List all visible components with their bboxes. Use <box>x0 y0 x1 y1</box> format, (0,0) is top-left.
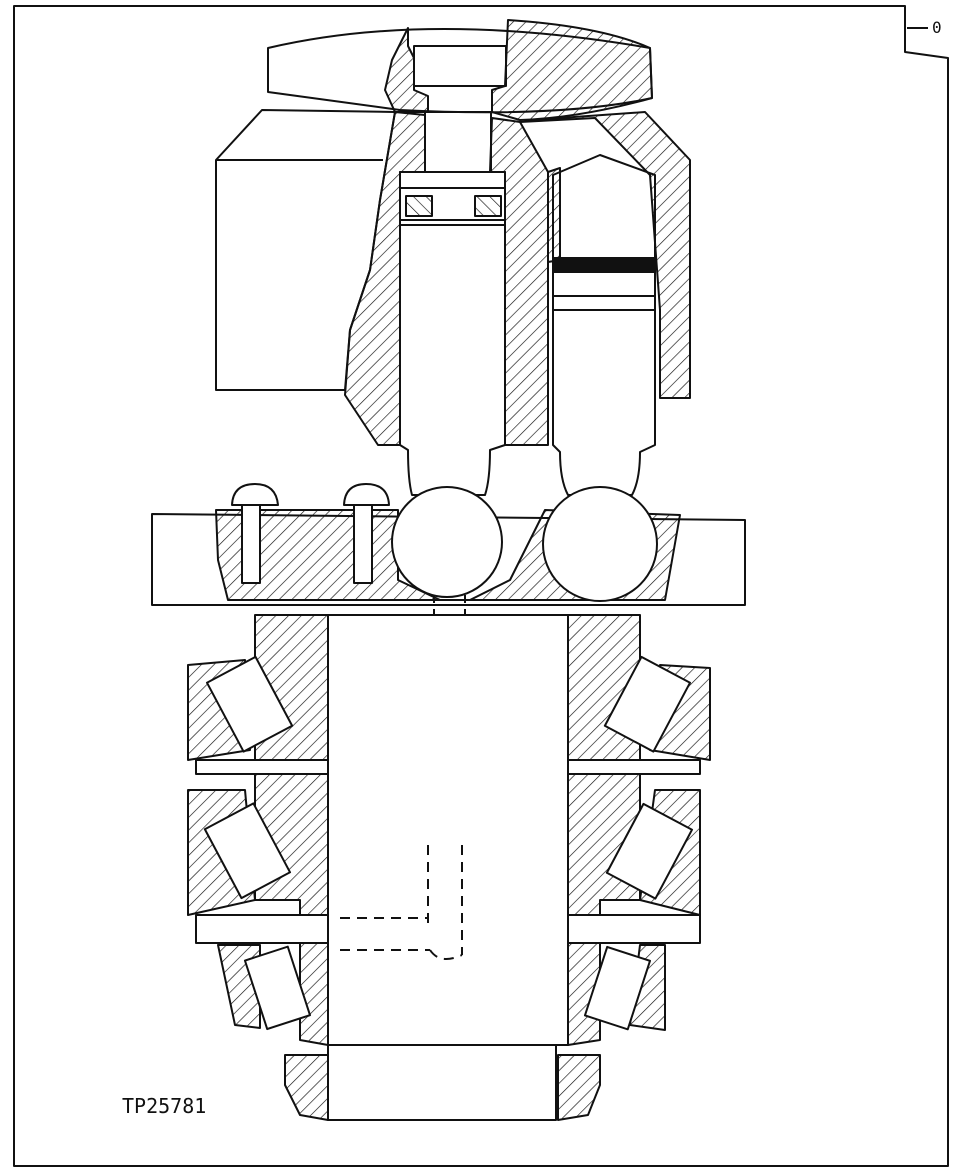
piston-ring <box>552 257 656 273</box>
corner-mark: 0 <box>932 18 942 37</box>
spring-seat <box>399 171 506 221</box>
spacers <box>195 759 701 944</box>
page-border <box>13 5 949 1167</box>
ball-right <box>542 486 658 602</box>
shaft-passage <box>340 845 463 960</box>
figure-id-label: TP25781 <box>122 1094 206 1118</box>
right-lower-cap <box>557 1054 601 1121</box>
shaft <box>327 614 569 1046</box>
rollers-right <box>583 655 694 1031</box>
body-section-mid <box>489 117 549 446</box>
ball-left <box>391 486 503 598</box>
plug-cap <box>413 45 507 87</box>
left-lower-cap <box>284 1054 329 1121</box>
valve-block <box>215 19 691 496</box>
shaft-nut <box>327 1044 557 1121</box>
shaft-assembly <box>187 614 711 1121</box>
bolt-left <box>231 483 279 584</box>
swash-plate <box>151 483 746 655</box>
left-piston-rod <box>424 111 492 173</box>
bolt-right <box>343 483 390 584</box>
right-piston <box>552 154 656 496</box>
rollers-left <box>203 655 311 1031</box>
body-section <box>344 111 426 446</box>
spring-coils <box>400 187 505 217</box>
top-cap-section <box>384 27 429 113</box>
left-piston <box>399 224 506 496</box>
top-cap-section-right <box>491 19 653 121</box>
